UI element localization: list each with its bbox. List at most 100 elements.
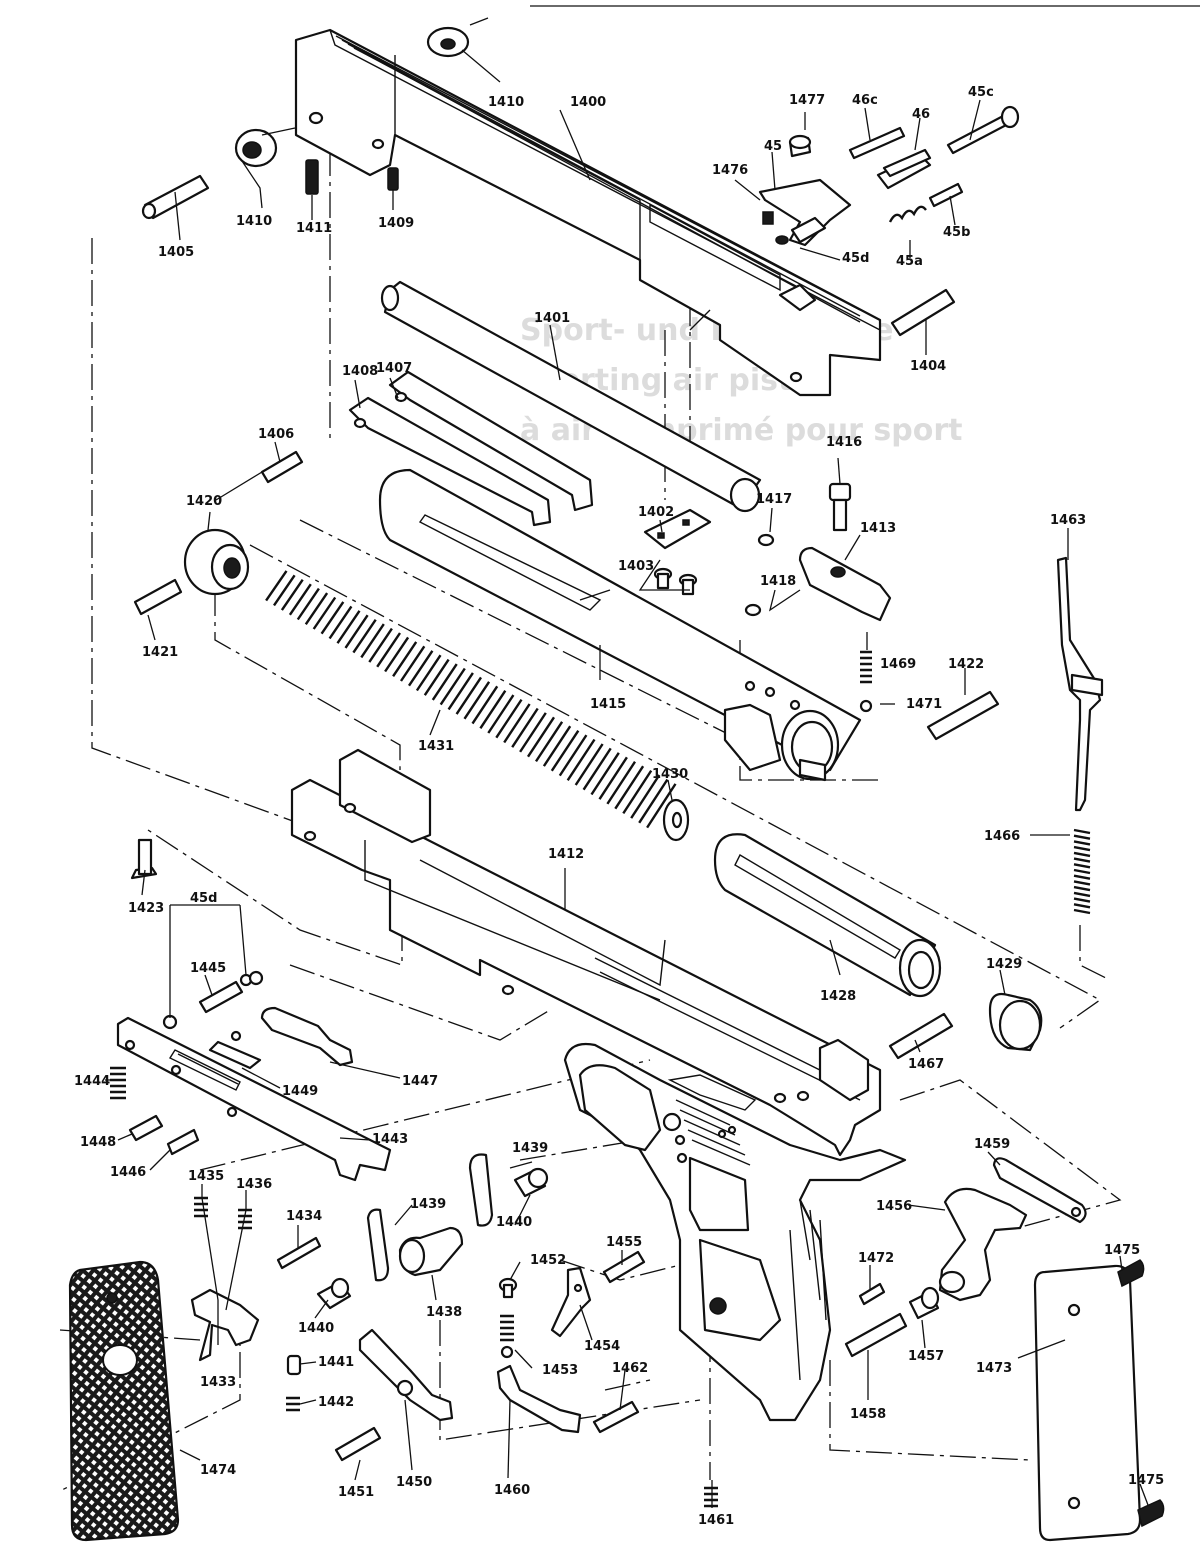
label-1422: 1422: [948, 657, 984, 672]
part-1456-hammer: [938, 1187, 1028, 1302]
label-1447: 1447: [402, 1074, 438, 1089]
label-1473: 1473: [976, 1361, 1012, 1376]
part-1402-plate: [643, 508, 712, 550]
label-1446: 1446: [110, 1165, 146, 1180]
label-1450: 1450: [396, 1475, 432, 1490]
label-1410-left: 1410: [236, 214, 272, 229]
label-1477: 1477: [789, 93, 825, 108]
label-1405: 1405: [158, 245, 194, 260]
part-1407-link: [388, 370, 594, 512]
part-1457-bushing: [908, 1286, 940, 1320]
label-1467: 1467: [908, 1057, 944, 1072]
part-1467-pin: [888, 1012, 954, 1060]
label-1415: 1415: [590, 697, 626, 712]
part-1430-washer: [662, 798, 690, 842]
label-1459: 1459: [974, 1137, 1010, 1152]
label-1428: 1428: [820, 989, 856, 1004]
part-1474-left-grip: [68, 1260, 180, 1542]
label-1439-left: 1439: [410, 1197, 446, 1212]
part-1449-plate: [208, 1030, 262, 1070]
part-1455-pin: [602, 1250, 646, 1284]
label-1454: 1454: [584, 1339, 620, 1354]
part-1401-rod: [380, 280, 762, 513]
label-1475-bottom: 1475: [1128, 1473, 1164, 1488]
label-1429: 1429: [986, 957, 1022, 972]
part-1434-pin: [276, 1236, 322, 1270]
part-1409-screw: [387, 167, 399, 191]
part-1448-pin: [128, 1114, 164, 1142]
label-1448: 1448: [80, 1135, 116, 1150]
label-1461: 1461: [698, 1513, 734, 1528]
label-1457: 1457: [908, 1349, 944, 1364]
label-1423: 1423: [128, 901, 164, 916]
label-1451: 1451: [338, 1485, 374, 1500]
part-1406-pin: [260, 450, 304, 484]
part-1458-pin: [844, 1312, 908, 1358]
part-1404-pin: [890, 288, 956, 337]
label-1406: 1406: [258, 427, 294, 442]
label-45: 45: [764, 139, 782, 154]
part-1466-spring: [1073, 828, 1091, 915]
label-1440-right: 1440: [496, 1215, 532, 1230]
part-1433-trigger: [190, 1288, 260, 1362]
part-1405-pin: [141, 174, 210, 220]
part-1413-block: [798, 546, 892, 622]
part-1421-pin: [133, 578, 183, 616]
part-1463-rod: [1056, 556, 1104, 812]
label-1418: 1418: [760, 574, 796, 589]
label-1445: 1445: [190, 961, 226, 976]
label-1410-top: 1410: [488, 95, 524, 110]
label-1403: 1403: [618, 559, 654, 574]
part-labels: 1410 1400 1410 1411 1409 1405 1477 46c 4…: [74, 85, 1164, 1528]
label-1452: 1452: [530, 1253, 566, 1268]
label-1435: 1435: [188, 1169, 224, 1184]
part-1416-screw: [828, 482, 852, 532]
part-1475-grip-screws: [1117, 1259, 1165, 1528]
part-1454-plate: [550, 1266, 592, 1338]
label-1439-right: 1439: [512, 1141, 548, 1156]
label-1412: 1412: [548, 847, 584, 862]
part-1435-spring: [194, 1196, 208, 1218]
label-1436: 1436: [236, 1177, 272, 1192]
part-1400-upper-frame: [294, 28, 882, 397]
label-1409: 1409: [378, 216, 414, 231]
part-1473-right-grip: [1033, 1264, 1142, 1542]
part-1418-ring: [744, 603, 762, 617]
part-1420-bushing: [183, 528, 250, 596]
label-1420: 1420: [186, 494, 222, 509]
part-grip-frame: [563, 1042, 907, 1422]
part-1459-link: [992, 1157, 1087, 1224]
part-1417-ring: [757, 533, 775, 547]
part-1411-screw: [305, 159, 319, 195]
label-1471: 1471: [906, 697, 942, 712]
part-1441-spring: [286, 1354, 302, 1376]
label-1472: 1472: [858, 1251, 894, 1266]
label-46c: 46c: [852, 93, 878, 108]
label-45a: 45a: [896, 254, 923, 269]
part-1440-screw-right: [513, 1167, 549, 1198]
label-46: 46: [912, 107, 930, 122]
label-1462: 1462: [612, 1361, 648, 1376]
label-1449: 1449: [282, 1084, 318, 1099]
leader-lines: [105, 17, 1149, 1508]
part-1439-lever-right: [468, 1153, 494, 1227]
label-1404: 1404: [910, 359, 946, 374]
label-1440-left: 1440: [298, 1321, 334, 1336]
rear-sight-group: [758, 105, 1020, 247]
label-1474: 1474: [200, 1463, 236, 1478]
part-1408-link: [348, 396, 552, 527]
label-1444: 1444: [74, 1074, 110, 1089]
label-1460: 1460: [494, 1483, 530, 1498]
part-1443-bar: [116, 1016, 392, 1182]
label-45b: 45b: [943, 225, 970, 240]
label-1430: 1430: [652, 767, 688, 782]
label-1443: 1443: [372, 1132, 408, 1147]
part-1429-cap: [988, 992, 1043, 1052]
label-1416: 1416: [826, 435, 862, 450]
label-1411: 1411: [296, 221, 332, 236]
part-1415-cylinder: [378, 468, 862, 772]
part-1440-screw-left: [316, 1277, 352, 1310]
part-1412-main-frame: [290, 748, 882, 1157]
part-1446-pin: [166, 1128, 200, 1156]
